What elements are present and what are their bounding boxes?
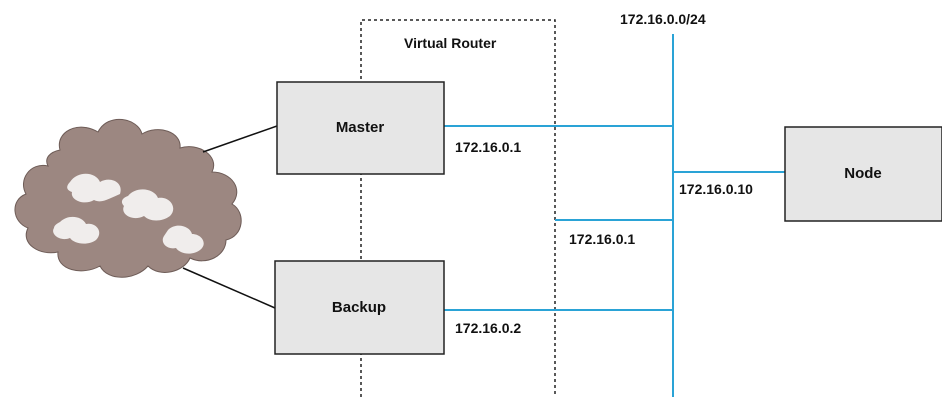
master-ip-label: 172.16.0.1 [455, 139, 521, 155]
node-host: Node [784, 126, 942, 222]
virtual-ip-label: 172.16.0.1 [569, 231, 635, 247]
backup-ip-label: 172.16.0.2 [455, 320, 521, 336]
backup-label: Backup [332, 299, 386, 316]
cloud-master-link [202, 125, 278, 153]
master-router: Master [276, 81, 445, 175]
node-label: Node [844, 165, 882, 182]
virtual-router-region [360, 19, 556, 397]
cloud-icon [14, 118, 242, 278]
master-label: Master [336, 119, 385, 136]
node-ip-label: 172.16.0.10 [679, 181, 753, 197]
cloud-backup-link [182, 267, 276, 309]
virtual-router-title: Virtual Router [404, 35, 497, 51]
network-label: 172.16.0.0/24 [620, 11, 706, 27]
backup-router: Backup [274, 260, 445, 355]
